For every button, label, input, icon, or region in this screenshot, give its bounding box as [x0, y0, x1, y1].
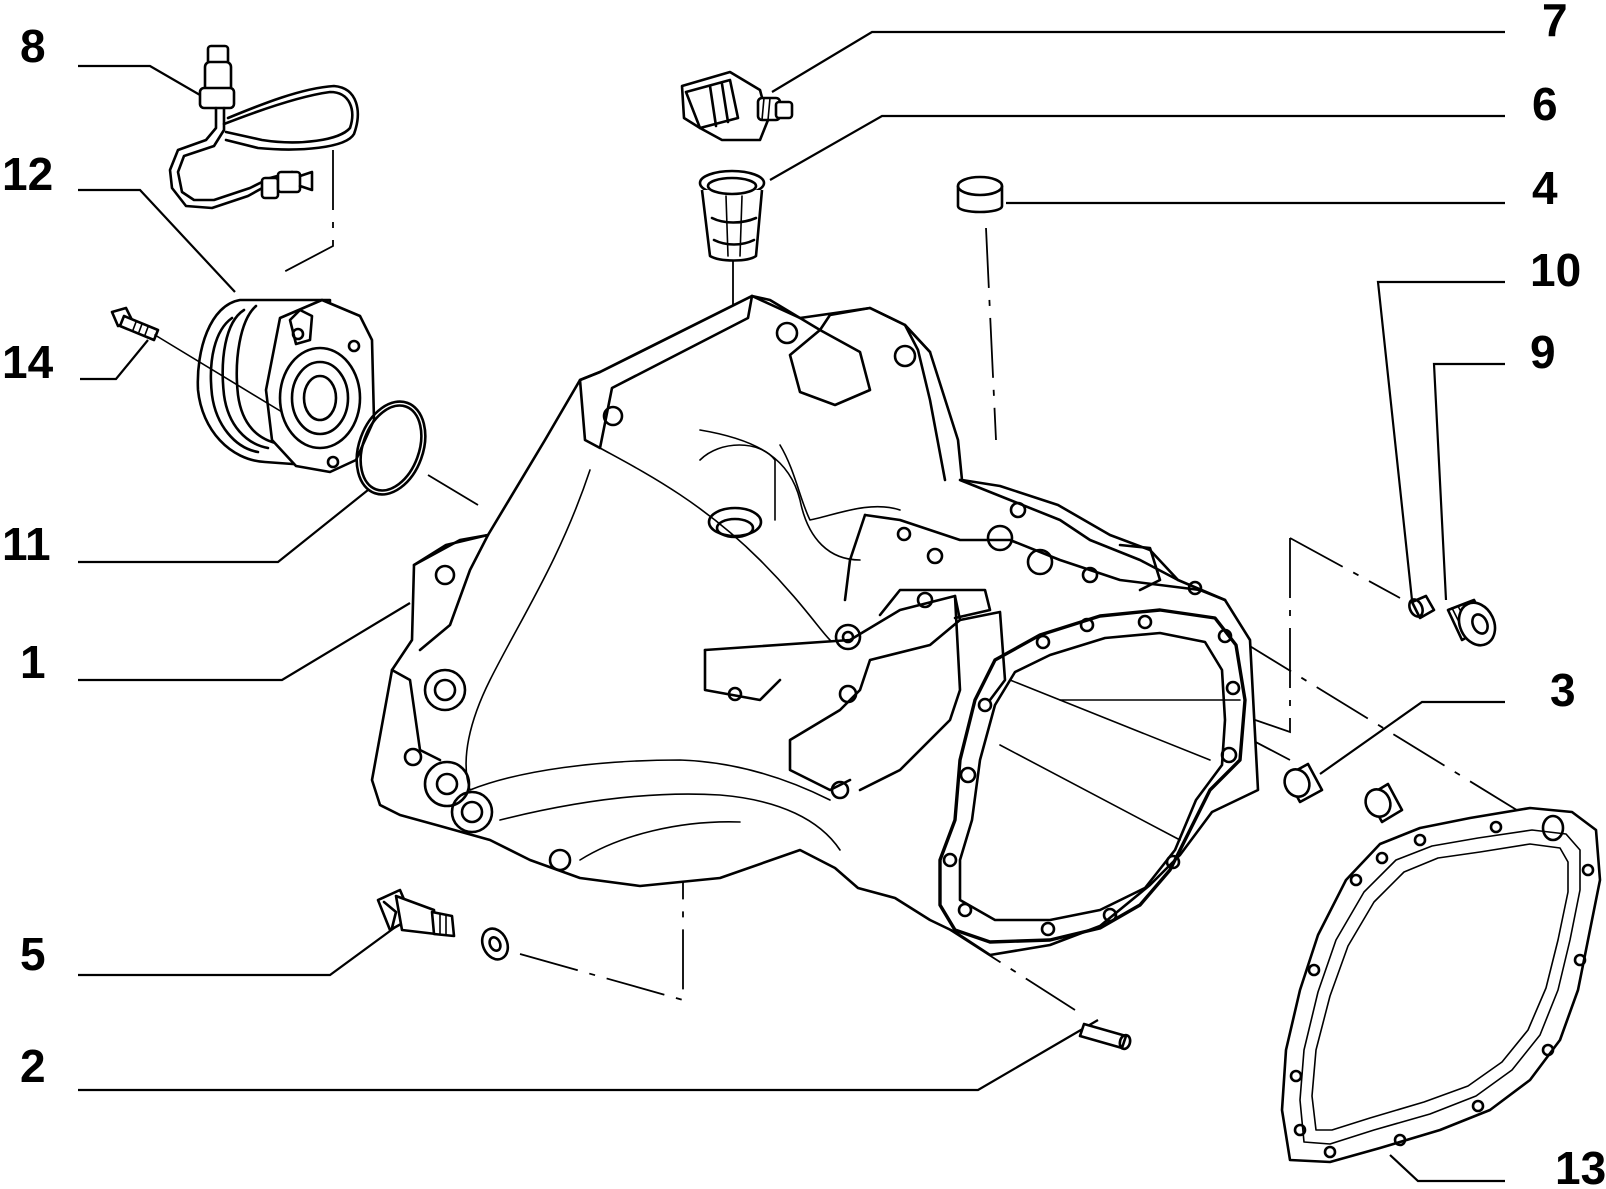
- leader-lines: [78, 30, 1505, 1183]
- leader-8: [78, 64, 201, 96]
- callout-10: 9: [1530, 326, 1556, 378]
- leader-7: [771, 30, 1505, 93]
- small-plug: [1408, 594, 1436, 620]
- leader-2: [78, 1019, 1099, 1092]
- callout-8: 8: [20, 20, 46, 72]
- callout-13: 12: [2, 148, 53, 200]
- leader-10: [1432, 362, 1505, 601]
- rear-cover-gasket: [1280, 806, 1602, 1164]
- drain-plug: [1446, 598, 1497, 647]
- leader-1: [78, 602, 411, 682]
- callout-2: 2: [20, 1040, 46, 1092]
- callout-6: 6: [1532, 78, 1558, 130]
- callout-9: 13: [1555, 1142, 1606, 1189]
- breather-sleeve: [698, 169, 766, 262]
- clutch-hydraulic-hose: [168, 44, 360, 210]
- leader-3: [1319, 700, 1505, 775]
- clutch-slave-cylinder: [196, 298, 376, 474]
- plug-cap: [956, 175, 1004, 214]
- o-ring-seal: [355, 400, 427, 496]
- leader-12: [78, 489, 369, 564]
- leader-14: [80, 339, 149, 381]
- callout-12: 11: [2, 518, 51, 570]
- leader-5: [78, 919, 406, 977]
- bolt: [110, 306, 283, 413]
- elbow-breather-fitting: [680, 70, 794, 142]
- callout-14: 14: [2, 336, 54, 388]
- gearbox-housing: [370, 294, 1260, 957]
- leader-6: [769, 114, 1505, 181]
- callout-3: 3: [1550, 664, 1576, 716]
- dowel-pin: [1078, 1022, 1132, 1051]
- callout-1: 1: [20, 636, 46, 688]
- dowel-bushings: [1283, 762, 1404, 824]
- leader-9: [1389, 1154, 1505, 1183]
- callout-4: 4: [1532, 162, 1558, 214]
- leader-11: [1376, 280, 1505, 601]
- callout-11: 10: [1530, 244, 1581, 296]
- callout-5: 5: [20, 928, 46, 980]
- callout-7: 7: [1542, 0, 1568, 46]
- leader-13: [78, 188, 236, 293]
- reverse-light-switch: [376, 888, 510, 961]
